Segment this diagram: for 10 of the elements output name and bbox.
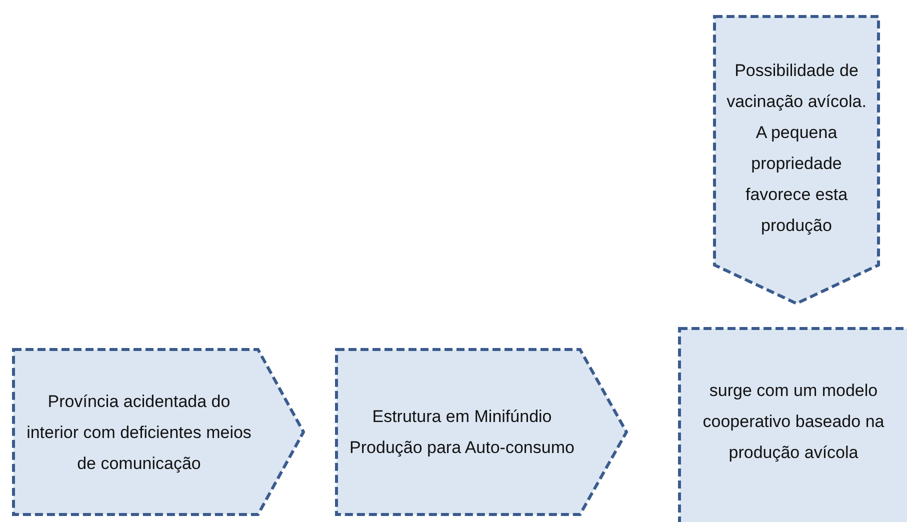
box-text: Produção para Auto-consumo	[350, 437, 574, 459]
box-text: Possibilidade de vacinação avícola.	[726, 60, 868, 113]
arrow-shaped-box	[335, 348, 628, 516]
process-box	[678, 327, 907, 522]
box-text: A pequena propriedade favorece esta produção	[744, 122, 849, 237]
box-text: surge com um modelo cooperativo baseado na produção avícola	[702, 380, 886, 464]
arrow-shaped-box	[713, 15, 880, 305]
box-text: Província acidentada do interior com deficientes meios de comunicação	[26, 390, 252, 475]
arrow-shaped-box	[12, 348, 305, 516]
box-text: Estrutura em Minifúndio	[372, 406, 552, 428]
